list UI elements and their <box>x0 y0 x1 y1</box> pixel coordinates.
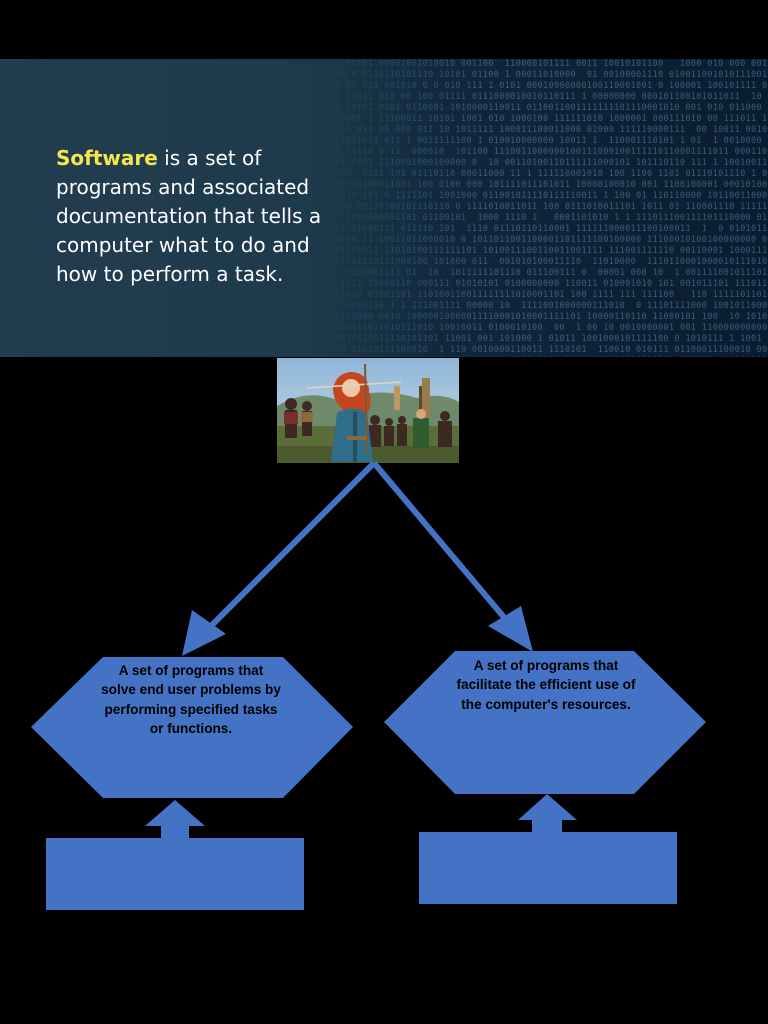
definition-text: Software is a set of programs and associ… <box>56 144 346 289</box>
definition-banner: 1 00101 00001001010010 001100 1100001011… <box>0 59 768 357</box>
left-connector-arrow <box>182 460 377 656</box>
left-hexagon-shape <box>31 657 353 798</box>
right-hexagon-shape <box>384 651 706 794</box>
binary-pattern-decoration: 1 00101 00001001010010 001100 1100001011… <box>335 59 768 357</box>
left-empty-answer-box <box>46 838 304 910</box>
definition-term: Software <box>56 146 158 170</box>
left-hexagon-label: A set of programs that solve end user pr… <box>101 663 281 736</box>
right-hexagon-label: A set of programs that facilitate the ef… <box>456 658 636 712</box>
definition-body: is a set of programs and associated docu… <box>56 146 322 286</box>
left-up-arrow-shape <box>145 800 205 840</box>
right-up-arrow-shape <box>518 794 577 834</box>
right-connector-arrow <box>371 461 533 652</box>
archery-scene-image <box>277 358 459 463</box>
right-empty-answer-box <box>419 832 677 904</box>
